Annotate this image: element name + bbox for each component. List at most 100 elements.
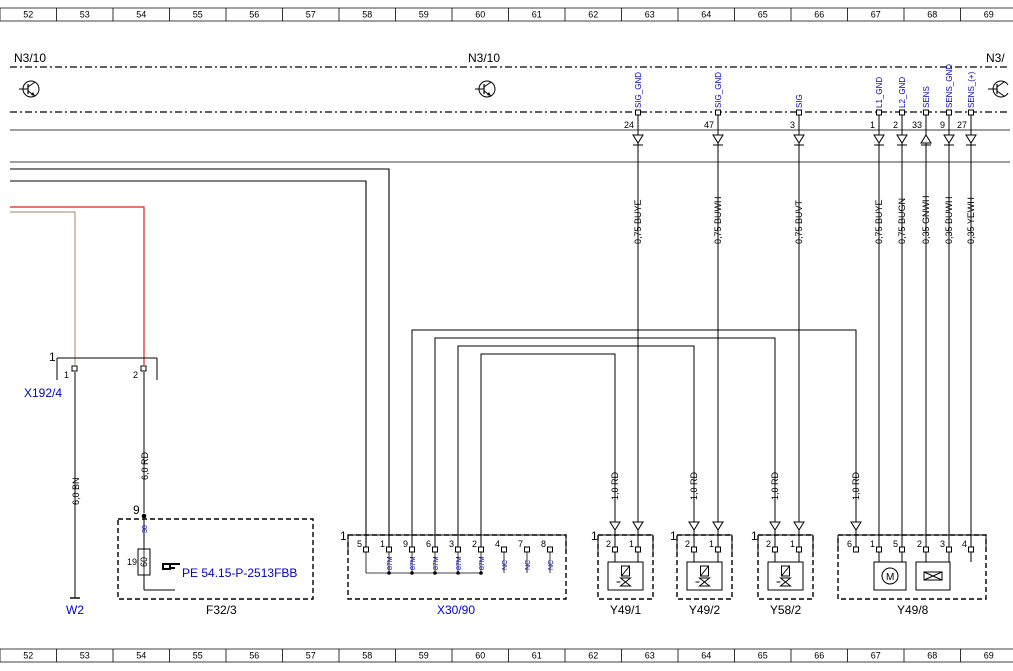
component-label: X30/90 bbox=[437, 603, 475, 617]
terminal-label: 30 bbox=[142, 525, 149, 533]
ruler-label: 55 bbox=[193, 651, 203, 661]
pin-number: 7 bbox=[518, 539, 523, 549]
ruler-label: 61 bbox=[532, 10, 542, 20]
pin-function-label: 87M bbox=[456, 556, 463, 570]
sensor-icon bbox=[923, 571, 943, 581]
fuse-number: 19 bbox=[127, 557, 137, 567]
pin-number: 47 bbox=[704, 120, 714, 130]
wire-label: 6,0 BN bbox=[71, 477, 81, 505]
connector-pin: 1 bbox=[751, 529, 758, 543]
component-label: Y49/2 bbox=[689, 603, 721, 617]
pin-number: 2 bbox=[893, 120, 898, 130]
wire-label: 1,0 RD bbox=[689, 471, 699, 500]
ruler-label: 68 bbox=[927, 651, 937, 661]
ruler-label: 54 bbox=[136, 10, 146, 20]
wire-label: 0,75 BUYE bbox=[874, 199, 884, 244]
pin-function-label: NC bbox=[502, 560, 509, 570]
pointing-hand-icon bbox=[162, 563, 180, 570]
ruler-label: 67 bbox=[871, 651, 881, 661]
ruler-label: 65 bbox=[758, 10, 768, 20]
solenoid-valve-icon bbox=[776, 565, 792, 587]
pin-number: 6 bbox=[847, 539, 852, 549]
pin-number: 9 bbox=[940, 120, 945, 130]
ecu-label: N3/10 bbox=[468, 51, 500, 65]
pin-function-label: 87M bbox=[410, 556, 417, 570]
ruler-label: 52 bbox=[23, 651, 33, 661]
transistor-icon bbox=[19, 80, 40, 98]
ruler-label: 56 bbox=[249, 10, 259, 20]
pin-function-label: NC bbox=[525, 560, 532, 570]
ruler-label: 69 bbox=[984, 651, 994, 661]
signal-label: L1_GND bbox=[875, 77, 884, 108]
signal-label: SENS_GND bbox=[945, 64, 954, 108]
ruler-label: 69 bbox=[984, 10, 994, 20]
ruler-label: 63 bbox=[645, 10, 655, 20]
wire-label: 6,0 RD bbox=[140, 451, 150, 480]
wire-label: 0,75 BUGN bbox=[897, 198, 907, 244]
transistor-icon bbox=[988, 80, 1009, 98]
pin-function-label: 87M bbox=[479, 556, 486, 570]
pin-number: 1 bbox=[790, 539, 795, 549]
pin-number: 5 bbox=[357, 539, 362, 549]
ruler-label: 67 bbox=[871, 10, 881, 20]
reference-link[interactable]: PE 54.15-P-2513FBB bbox=[182, 566, 297, 580]
pin-number: 1 bbox=[709, 539, 714, 549]
wire-label: 1,0 RD bbox=[851, 471, 861, 500]
wire-label: 1,0 RD bbox=[610, 471, 620, 500]
pin-number: 2 bbox=[685, 539, 690, 549]
connector-x192-4: 1 1 2 X192/4 6,0 BN W2 6,0 RD bbox=[10, 206, 158, 617]
pin-number: 5 bbox=[893, 539, 898, 549]
component-label: Y49/1 bbox=[610, 603, 642, 617]
wire-label: 0,35 GNWH bbox=[921, 195, 931, 244]
ruler-label: 62 bbox=[588, 10, 598, 20]
pin-number: 1 bbox=[380, 539, 385, 549]
ecu-label: N3/ bbox=[986, 51, 1005, 65]
pin-number: 4 bbox=[962, 539, 967, 549]
pin-number: 1 bbox=[870, 539, 875, 549]
wire-label: 0,75 BUWH bbox=[713, 196, 723, 244]
signal-2: SIG_GND 47 0,75 BUWH bbox=[704, 72, 724, 522]
ruler-label: 57 bbox=[306, 10, 316, 20]
pin-number: 1 bbox=[629, 539, 634, 549]
solenoid-valve-icon bbox=[616, 565, 632, 587]
pin-number: 4 bbox=[495, 539, 500, 549]
svg-text:M: M bbox=[886, 572, 894, 583]
ruler-label: 58 bbox=[362, 10, 372, 20]
fuse-value: 60 bbox=[139, 557, 149, 567]
pin-number: 33 bbox=[912, 120, 922, 130]
signal-label: SIG_GND bbox=[714, 72, 723, 108]
component-label: F32/3 bbox=[206, 603, 237, 617]
ruler-label: 65 bbox=[758, 651, 768, 661]
pin-number: 9 bbox=[133, 503, 140, 517]
ruler-label: 61 bbox=[532, 651, 542, 661]
ruler-label: 60 bbox=[475, 10, 485, 20]
ruler-label: 59 bbox=[419, 10, 429, 20]
pin-number: 27 bbox=[957, 120, 967, 130]
fuse-box-f32-3: 9 30 60 19 PE 54.15-P-2513FBB F32/3 bbox=[117, 503, 314, 617]
red-wire-labels: 1,0 RD 1,0 RD 1,0 RD 1,0 RD bbox=[610, 471, 861, 500]
connector-pin: 1 bbox=[670, 529, 677, 543]
signal-label: SIG bbox=[795, 94, 804, 108]
ruler-label: 59 bbox=[419, 651, 429, 661]
signal-label: SENS_(+) bbox=[967, 71, 976, 108]
signal-4: L1_GND 1 0,75 BUYE bbox=[870, 77, 885, 547]
wire-label: 0,35 BUWH bbox=[944, 196, 954, 244]
ruler-label: 54 bbox=[136, 651, 146, 661]
pin-function-label: NC bbox=[548, 560, 555, 570]
pin-number: 2 bbox=[917, 539, 922, 549]
pin-number: 1 bbox=[870, 120, 875, 130]
signal-label: SIG_GND bbox=[634, 72, 643, 108]
connector-pin: 1 bbox=[340, 529, 347, 543]
signal-6: SENS 33 0,35 GNWH bbox=[912, 86, 932, 547]
signal-label: SENS bbox=[922, 86, 931, 108]
ruler-label: 66 bbox=[814, 651, 824, 661]
pin-number: 2 bbox=[133, 370, 138, 380]
